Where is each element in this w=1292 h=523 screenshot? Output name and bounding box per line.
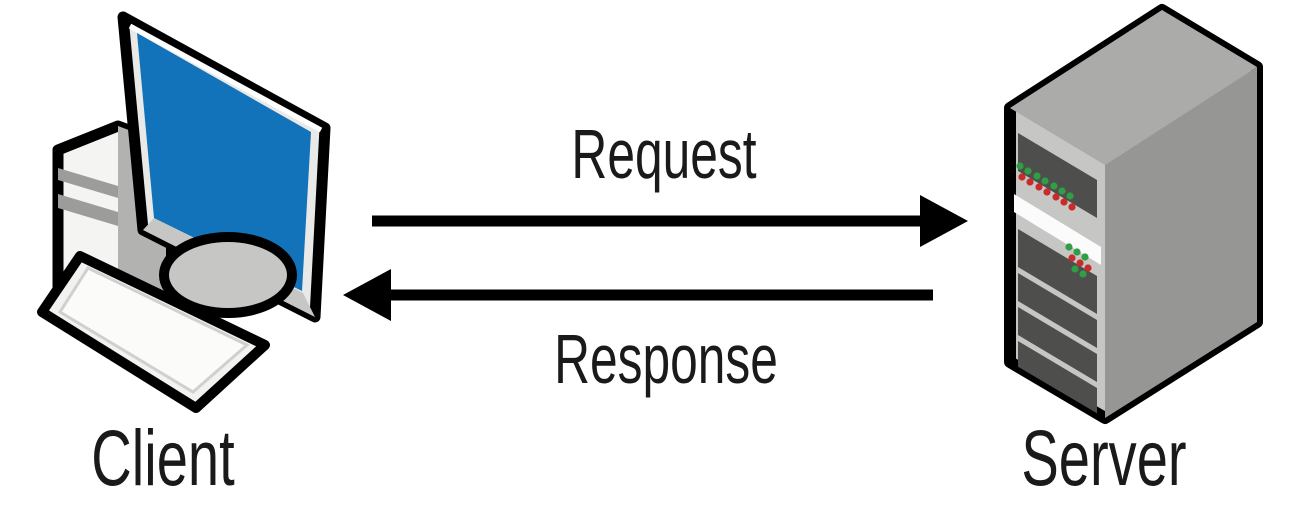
server-led-cluster-mid (1065, 243, 1092, 278)
server-label: Server (1021, 413, 1187, 502)
server-side-face (1105, 67, 1257, 418)
tower-vent-stripe (58, 194, 118, 226)
server-top-face (1010, 10, 1257, 165)
response-arrow (343, 269, 933, 321)
server-drive-bay (1018, 341, 1097, 416)
client-label: Client (91, 413, 235, 502)
monitor-screen (137, 33, 311, 291)
server-drive-bay (1018, 229, 1097, 314)
monitor-bezel-highlight (128, 23, 323, 133)
server-led-cluster-top (1016, 162, 1076, 211)
response-label: Response (554, 320, 778, 398)
request-arrow (372, 195, 968, 247)
client-computer-icon (37, 11, 331, 413)
request-label: Request (571, 115, 757, 193)
server-front-stripe (1014, 194, 1101, 265)
server-drive-bay (1018, 307, 1097, 382)
server-tower-icon (1004, 4, 1263, 424)
request-arrowhead (920, 195, 968, 247)
response-arrowhead (343, 269, 391, 321)
monitor-stand (159, 232, 297, 318)
server-drive-bay (1018, 133, 1097, 218)
server-drive-bay (1018, 273, 1097, 348)
tower-vent-stripe (58, 168, 118, 198)
server-front-panel (1014, 133, 1101, 416)
keyboard-key-plate (57, 266, 250, 394)
keyboard-icon (37, 251, 270, 413)
